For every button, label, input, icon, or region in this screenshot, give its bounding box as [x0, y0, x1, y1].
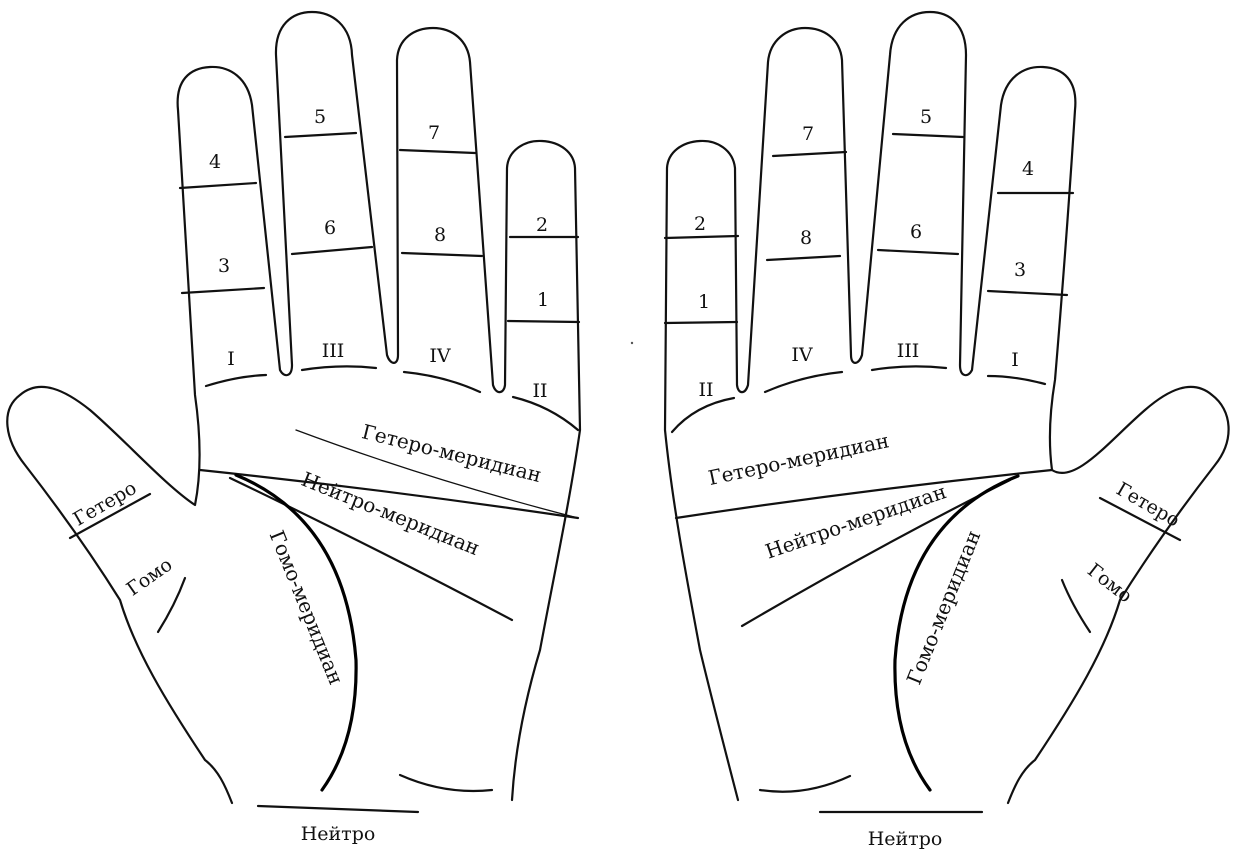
right-wrist-arc: [760, 776, 850, 792]
right-label-2: 2: [694, 213, 706, 235]
right-label-1: 1: [698, 291, 710, 313]
right-thumb-homo-label: Гомо: [1083, 559, 1136, 607]
right-roman-IV: IV: [791, 344, 813, 366]
right-label-5: 5: [920, 106, 932, 128]
left-wrist-line: [258, 806, 418, 812]
right-label-4: 4: [1022, 158, 1034, 180]
right-base-arc-IV: [765, 372, 842, 392]
right-hand-outline: [665, 12, 1229, 803]
right-roman-I: I: [1011, 349, 1019, 371]
right-wrist-label: Нейтро: [868, 828, 943, 850]
right-hetero-meridian-label: Гетеро-меридиан: [706, 428, 891, 490]
left-homo-meridian-line: [236, 475, 356, 790]
left-base-arc-I: [206, 375, 266, 386]
left-label-7: 7: [428, 122, 440, 144]
left-line-b: [182, 288, 264, 293]
left-wrist-label: Нейтро: [301, 823, 376, 845]
left-hand: 4 3 5 6 7 8 2 1 I III IV II Гетеро-мерид…: [7, 12, 580, 845]
right-line-g: [665, 236, 738, 238]
left-roman-I: I: [227, 348, 235, 370]
right-line-f: [767, 256, 840, 260]
left-thumb-homo-arc: [158, 578, 185, 632]
right-roman-II: II: [698, 379, 713, 401]
right-label-6: 6: [910, 221, 922, 243]
right-thumb-homo-arc: [1062, 580, 1090, 632]
right-base-arc-II: [672, 398, 734, 432]
right-line-c: [893, 134, 963, 137]
left-label-4: 4: [209, 151, 221, 173]
left-homo-meridian-label: Гомо-меридиан: [265, 527, 349, 688]
left-roman-III: III: [322, 340, 345, 362]
left-line-a: [180, 183, 256, 188]
right-base-arc-III: [872, 366, 946, 370]
left-label-2: 2: [536, 214, 548, 236]
right-hand: 4 3 5 6 7 8 2 1 I III IV II Гетеро-мерид…: [665, 12, 1229, 850]
left-wrist-arc: [400, 775, 492, 791]
left-label-5: 5: [314, 106, 326, 128]
left-roman-IV: IV: [429, 345, 451, 367]
right-line-h: [665, 322, 737, 323]
right-line-e: [773, 152, 846, 156]
left-roman-II: II: [532, 380, 547, 402]
left-base-arc-III: [302, 366, 376, 370]
left-thumb-hetero-label: Гетеро: [70, 477, 141, 531]
left-base-arc-IV: [404, 372, 480, 392]
left-line-d: [292, 247, 372, 254]
left-line-f: [402, 253, 482, 256]
left-hetero-meridian-label: Гетеро-меридиан: [360, 419, 544, 487]
right-homo-meridian-label: Гомо-меридиан: [902, 527, 986, 688]
speck: [631, 342, 633, 344]
left-label-3: 3: [218, 255, 230, 277]
right-label-3: 3: [1014, 259, 1026, 281]
left-hand-outline: [7, 12, 580, 803]
right-line-d: [878, 250, 958, 254]
left-line-c: [285, 133, 356, 137]
left-neutro-meridian-label: Нейтро-меридиан: [298, 467, 483, 560]
right-homo-meridian-line: [895, 476, 1018, 790]
left-line-h: [508, 321, 579, 322]
left-label-8: 8: [434, 224, 446, 246]
right-base-arc-I: [988, 376, 1045, 384]
right-label-8: 8: [800, 227, 812, 249]
left-thumb-homo-label: Гомо: [123, 554, 177, 601]
left-line-e: [400, 150, 475, 153]
left-label-1: 1: [537, 289, 549, 311]
right-roman-III: III: [897, 340, 920, 362]
right-line-b: [988, 291, 1067, 295]
left-label-6: 6: [324, 217, 336, 239]
right-label-7: 7: [802, 123, 814, 145]
